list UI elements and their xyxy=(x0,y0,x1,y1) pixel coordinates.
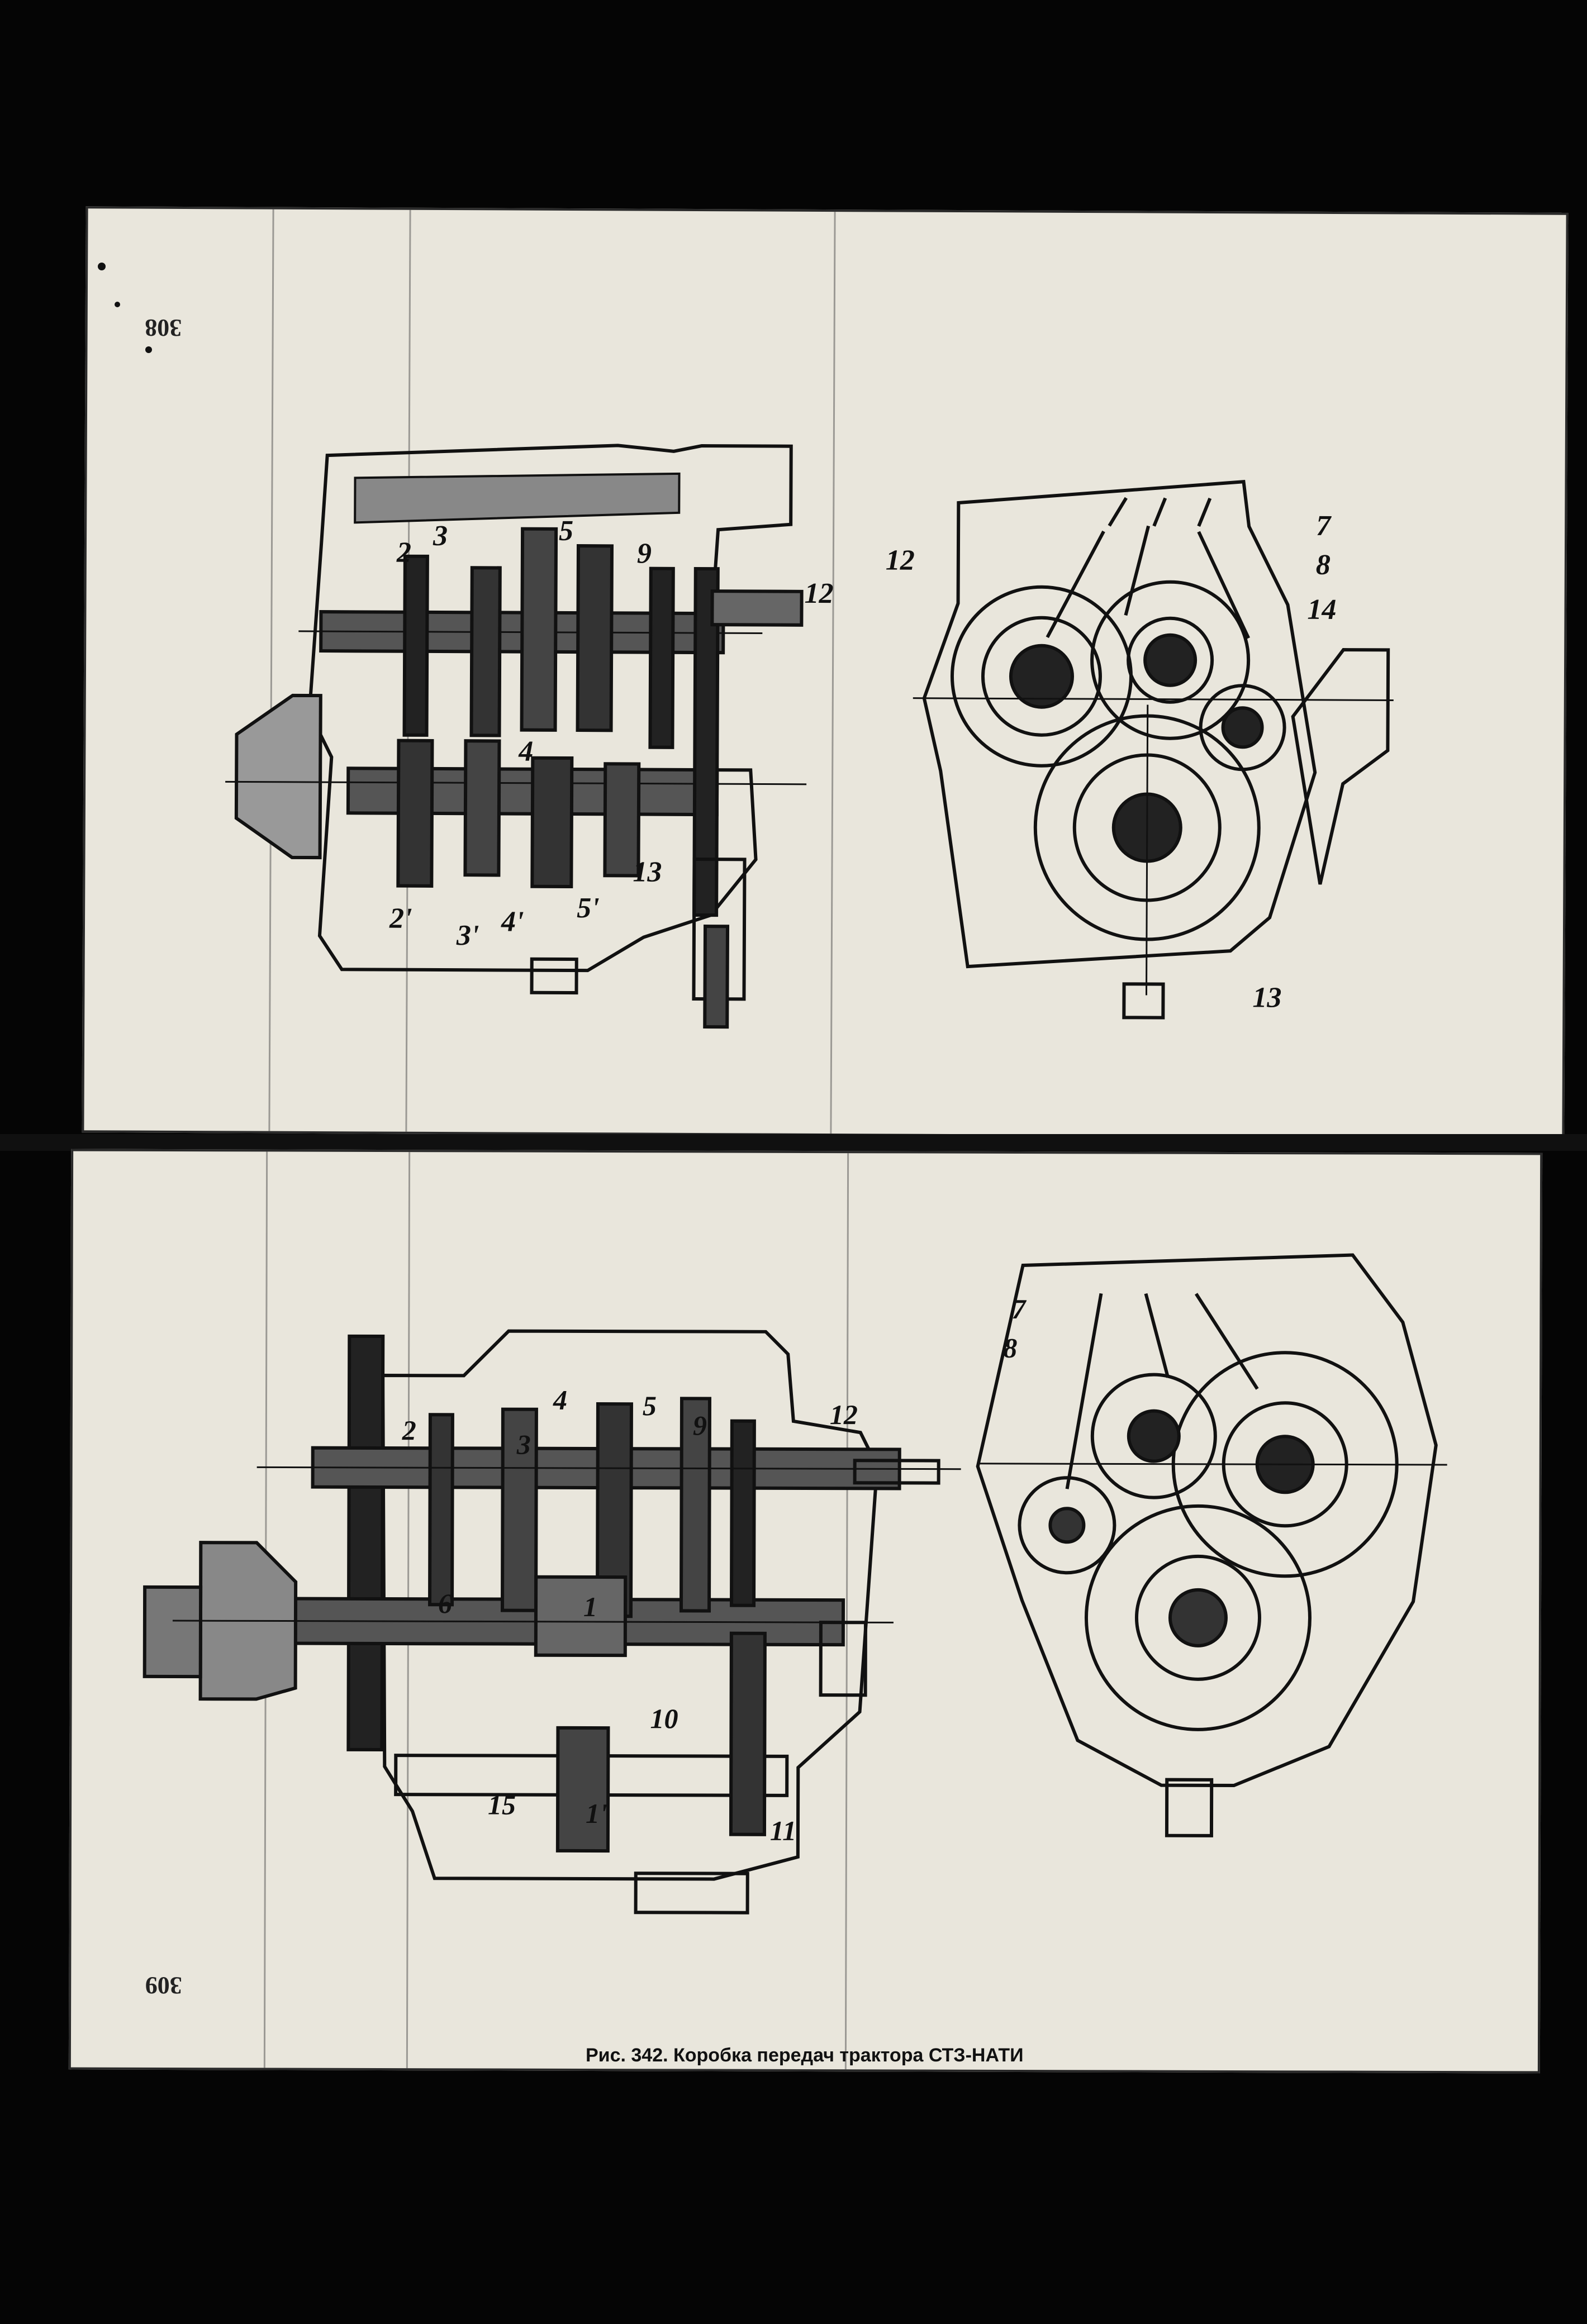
part-label: 2' xyxy=(389,903,412,935)
page-fold xyxy=(0,1134,1587,1151)
part-label: 3 xyxy=(433,520,448,552)
part-label: 3' xyxy=(456,920,479,951)
part-label: 12 xyxy=(804,578,833,609)
dust-speck xyxy=(115,302,120,307)
part-label: 9 xyxy=(637,538,652,570)
part-label: 9 xyxy=(693,1409,707,1441)
part-label: 12 xyxy=(886,544,915,576)
part-label: 8 xyxy=(1316,549,1331,581)
part-label: 2 xyxy=(402,1415,416,1446)
page-308: 308 2 3 5 xyxy=(82,206,1569,1139)
part-label: 5' xyxy=(577,892,600,924)
part-label: 14 xyxy=(1307,594,1336,626)
part-label: 5 xyxy=(643,1390,657,1421)
part-label: 15 xyxy=(488,1789,516,1821)
part-label: 12 xyxy=(830,1399,858,1430)
part-label: 7 xyxy=(1316,510,1332,542)
page-309: 309 4 5 2 3 xyxy=(68,1149,1543,2074)
part-label: 13 xyxy=(633,856,662,888)
part-label: 4 xyxy=(553,1384,567,1416)
part-label: 11 xyxy=(770,1815,796,1846)
part-label: 1' xyxy=(586,1798,607,1829)
part-label: 6 xyxy=(438,1588,452,1619)
dust-speck xyxy=(145,346,152,353)
gearbox-side-section-top: 2 3 5 9 12 4 13 2' 3' 4' 5' xyxy=(225,444,1394,1029)
part-label: 4' xyxy=(501,906,524,937)
part-label: 4 xyxy=(518,736,533,768)
part-label: 8 xyxy=(1003,1332,1017,1364)
part-label: 5 xyxy=(559,515,573,547)
part-label: 1 xyxy=(583,1591,597,1622)
part-label: 3 xyxy=(516,1429,531,1460)
part-label: 2 xyxy=(396,537,411,569)
figure-caption: Рис. 342. Коробка передач трактора СТЗ-Н… xyxy=(586,2045,1024,2066)
part-label: 13 xyxy=(1252,982,1281,1013)
part-label: 7 xyxy=(1011,1293,1027,1325)
dust-speck xyxy=(98,263,106,270)
part-label: 10 xyxy=(650,1703,678,1734)
gearbox-side-section-bottom: 4 5 2 3 9 12 6 1 10 15 1' 11 xyxy=(142,1253,1447,1915)
